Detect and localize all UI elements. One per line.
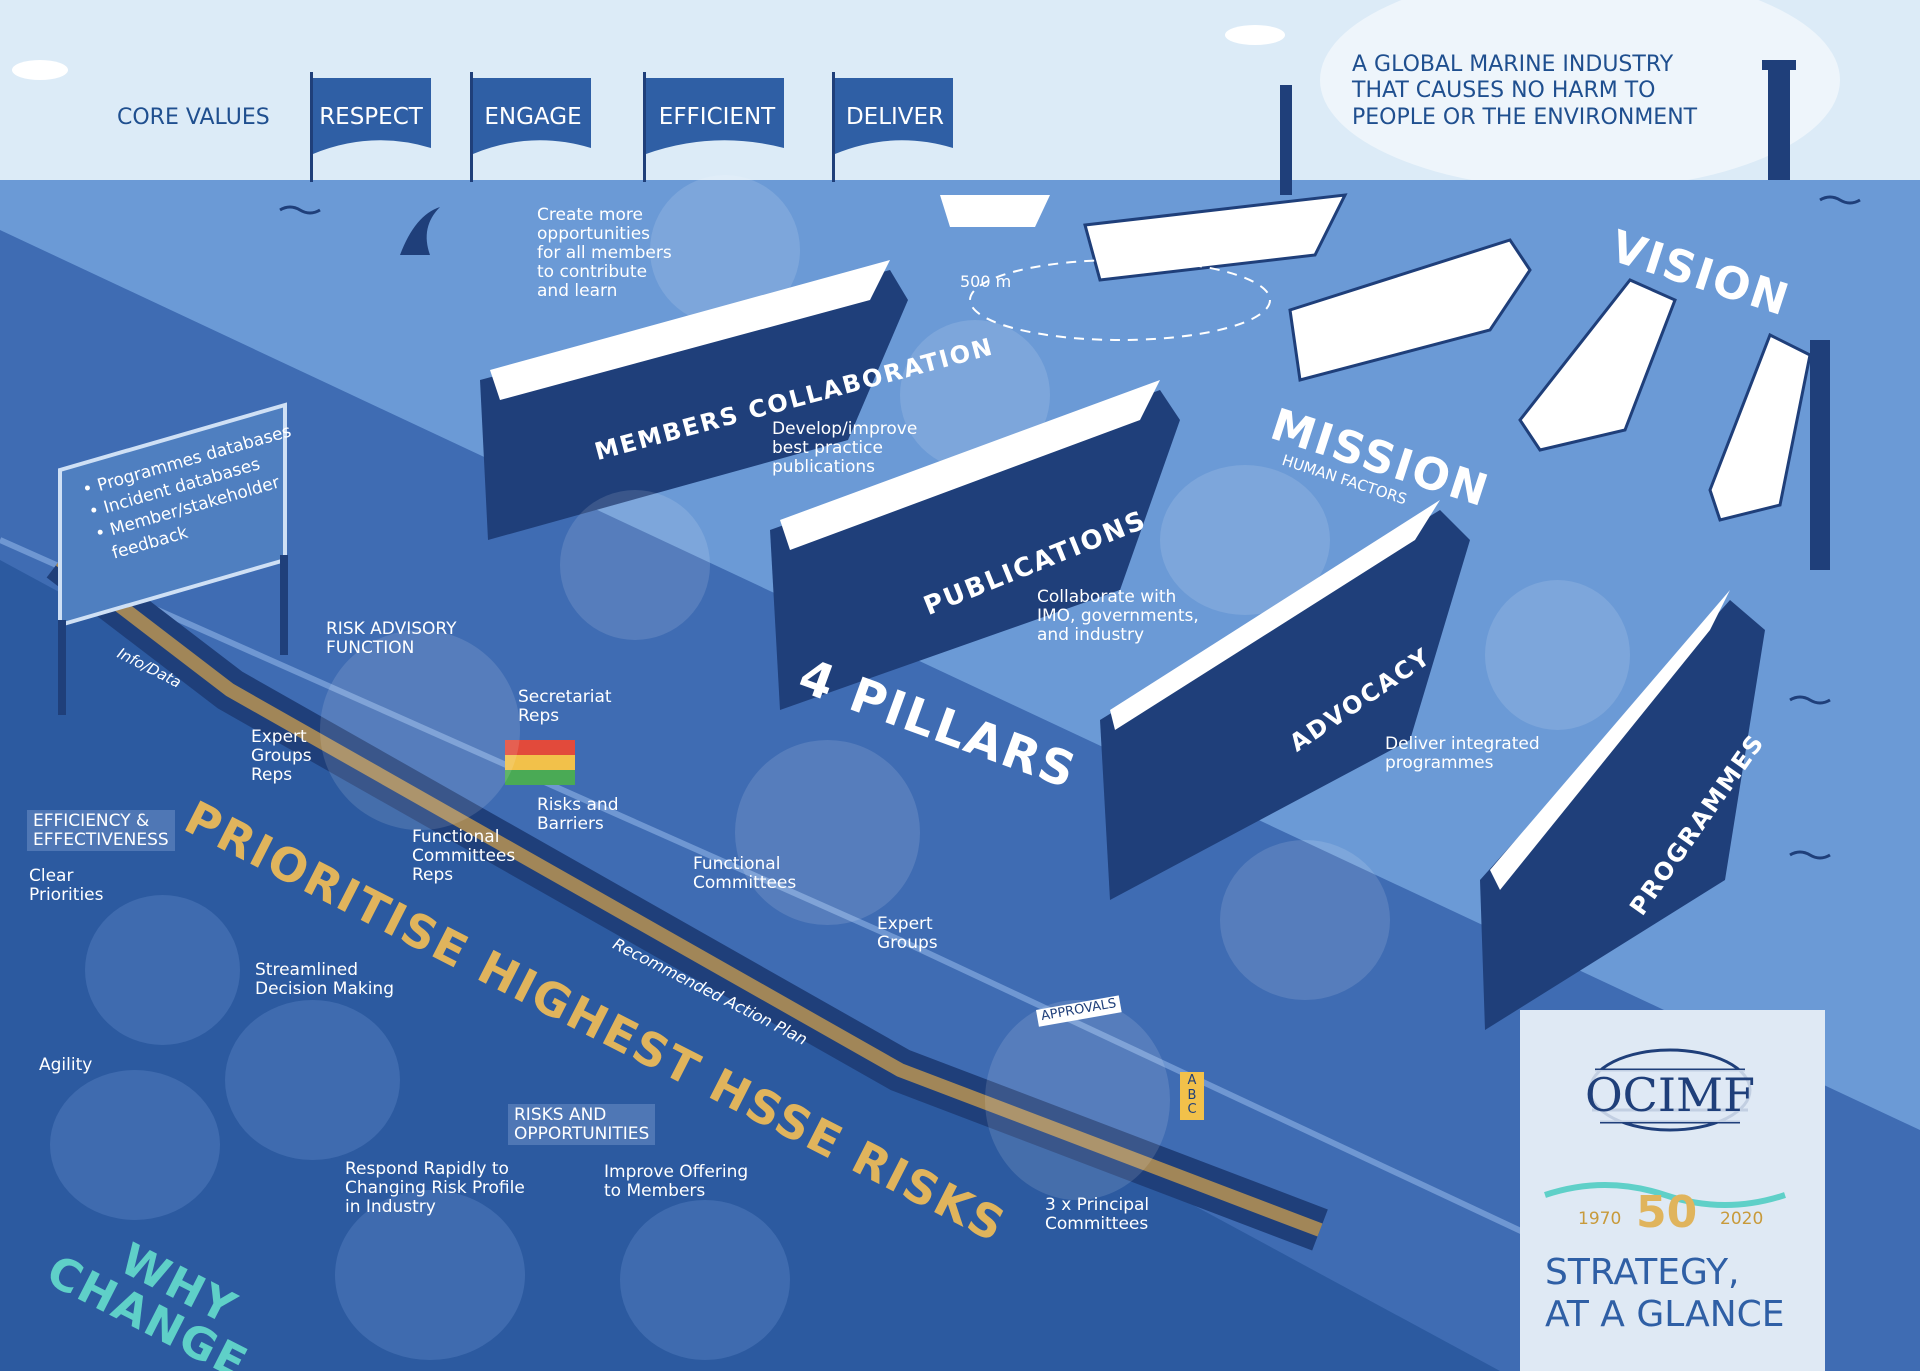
sign-post <box>58 620 66 715</box>
anniversary-number: 50 <box>1636 1187 1698 1238</box>
supply-vessel <box>1083 193 1348 282</box>
abc-board-text: A B C <box>1180 1072 1204 1120</box>
anniversary-wave <box>1544 1182 1786 1208</box>
ocimf-logo-text: OCIMF <box>1560 1069 1780 1122</box>
value-efficient: EFFICIENT <box>658 104 776 130</box>
sign-post <box>280 555 288 655</box>
year-start: 1970 <box>1578 1209 1622 1229</box>
lighthouse-icon <box>1768 68 1790 180</box>
whale-tail-icon <box>400 207 440 255</box>
ship-advocacy <box>1100 500 1470 900</box>
lighthouse-glow <box>1320 0 1840 190</box>
figure-circle-runner <box>560 490 710 640</box>
figure-circle-committees <box>735 740 920 925</box>
value-respect: RESPECT <box>319 104 423 130</box>
figure-circle-respond <box>335 1190 525 1360</box>
figure-circle-worker <box>1220 840 1390 1000</box>
value-engage: ENGAGE <box>484 104 582 130</box>
figure-circle-agility <box>50 1070 220 1220</box>
lighthouse-top <box>1762 60 1796 70</box>
ship-publications <box>770 380 1180 710</box>
ship-programmes <box>1480 590 1765 1030</box>
tug-boat <box>940 195 1050 227</box>
tagline: A GLOBAL MARINE INDUSTRY THAT CAUSES NO … <box>1352 52 1698 130</box>
cloud-icon <box>1225 25 1285 45</box>
strategy-title: STRATEGY, AT A GLANCE <box>1545 1252 1785 1336</box>
figure-circle-decision <box>225 1000 400 1160</box>
figure-circle-offering <box>620 1200 790 1360</box>
jetty <box>1810 340 1830 570</box>
ship-members <box>480 260 908 540</box>
figure-circle-advocacy <box>1160 465 1330 615</box>
tanker-small-1 <box>1288 238 1532 382</box>
figure-circle-principal <box>985 1000 1170 1200</box>
figure-circle-risk-advisory <box>320 630 520 830</box>
tag-efficiency: EFFICIENCY &EFFECTIVENESS <box>27 810 175 852</box>
figure-circle-programmes <box>1485 580 1630 730</box>
rig-icon <box>1280 85 1292 195</box>
figure-circle-publications <box>900 320 1050 470</box>
figure-circle-priorities <box>85 895 240 1045</box>
caption-agility: Agility <box>39 1055 93 1075</box>
figure-circle-members <box>650 175 800 325</box>
pipeline-flow <box>55 554 1323 1237</box>
core-values-label: CORE VALUES <box>117 105 270 130</box>
year-end: 2020 <box>1720 1209 1764 1229</box>
channel-line <box>0 537 1542 1243</box>
cloud-icon <box>12 60 68 80</box>
value-deliver: DELIVER <box>845 104 945 130</box>
flags <box>310 72 953 182</box>
tanker-small-2 <box>1518 278 1677 452</box>
exclusion-zone <box>969 259 1271 341</box>
tanker-small-3 <box>1708 332 1812 522</box>
waves-icon <box>279 195 1861 860</box>
distance-label: 500 m <box>960 272 1012 291</box>
